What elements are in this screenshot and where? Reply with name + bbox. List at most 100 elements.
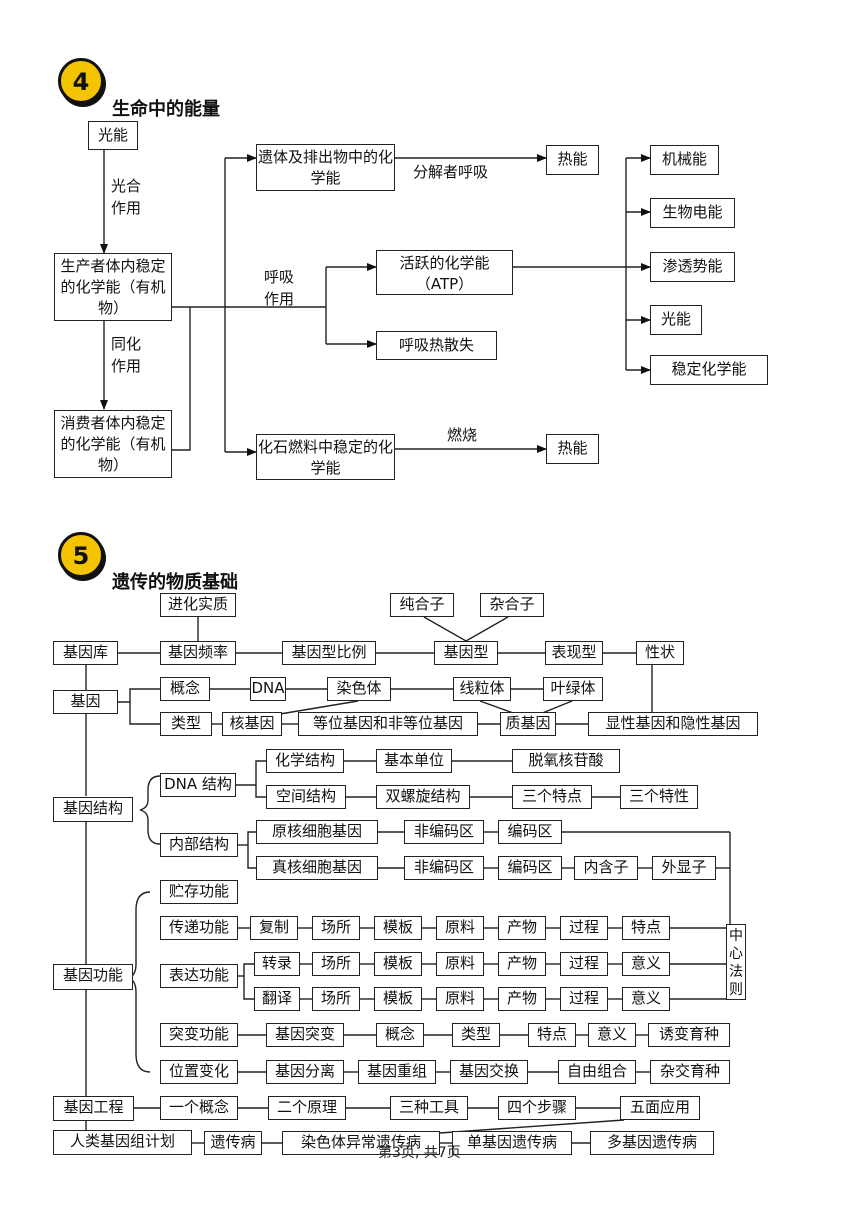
storage-function-box: 贮存功能 [160, 880, 238, 904]
allele-box: 等位基因和非等位基因 [298, 712, 478, 736]
double-helix-box: 双螺旋结构 [376, 785, 470, 809]
tr-template-box: 模板 [374, 987, 422, 1011]
gene-function-box: 基因功能 [53, 964, 133, 990]
coding-region-box-1: 编码区 [498, 820, 562, 844]
heat-energy-box-1: 热能 [546, 145, 599, 175]
bioelectric-energy-box: 生物电能 [650, 198, 735, 228]
gene-box: 基因 [53, 690, 118, 714]
transmit-function-box: 传递功能 [160, 916, 238, 940]
section-title: 遗传的物质基础 [112, 572, 238, 593]
section-title: 生命中的能量 [112, 99, 220, 120]
chromosome-abnormal-disease-box: 染色体异常遗传病 [282, 1131, 440, 1155]
photosynthesis-label: 光合作用 [111, 177, 142, 217]
e-process-box: 过程 [560, 952, 608, 976]
four-steps-box: 四个步骤 [498, 1096, 576, 1120]
prokaryotic-gene-box: 原核细胞基因 [256, 820, 378, 844]
t-feature-box: 特点 [622, 916, 670, 940]
three-traits-box: 三个特性 [620, 785, 698, 809]
mitochondria-box: 线粒体 [453, 677, 511, 701]
nuclear-gene-box: 核基因 [222, 712, 282, 736]
tr-site-box: 场所 [312, 987, 360, 1011]
page-footer: 第3页, 共7页 [378, 1145, 461, 1161]
e-product-box: 产物 [498, 952, 546, 976]
m-gene-mutation-box: 基因突变 [266, 1023, 344, 1047]
t-process-box: 过程 [560, 916, 608, 940]
remains-energy-box: 遗体及排出物中的化学能 [256, 144, 395, 191]
single-gene-disease-box: 单基因遗传病 [452, 1131, 572, 1155]
chemical-structure-box: 化学结构 [266, 749, 344, 773]
active-chemical-energy-box: 活跃的化学能（ATP） [376, 250, 513, 295]
express-function-box: 表达功能 [160, 964, 238, 988]
p-recombination-box: 基因重组 [358, 1060, 436, 1084]
m-type-box: 类型 [452, 1023, 500, 1047]
heat-energy-box-2: 热能 [546, 434, 599, 464]
dominant-recessive-box: 显性基因和隐性基因 [588, 712, 758, 736]
genotype-ratio-box: 基因型比例 [282, 641, 376, 665]
two-principles-box: 二个原理 [268, 1096, 346, 1120]
e-template-box: 模板 [374, 952, 422, 976]
t-replicate-box: 复制 [250, 916, 298, 940]
type-box: 类型 [160, 712, 212, 736]
t-material-box: 原料 [436, 916, 484, 940]
p-hybrid-breeding-box: 杂交育种 [650, 1060, 730, 1084]
phenotype-box: 表现型 [545, 641, 603, 665]
one-concept-box: 一个概念 [160, 1096, 238, 1120]
tr-material-box: 原料 [436, 987, 484, 1011]
p-free-combination-box: 自由组合 [558, 1060, 636, 1084]
mutation-function-box: 突变功能 [160, 1023, 238, 1047]
chromosome-box: 染色体 [327, 677, 391, 701]
producer-energy-box: 生产者体内稳定的化学能（有机物） [54, 253, 172, 321]
e-material-box: 原料 [436, 952, 484, 976]
e-transcribe-box: 转录 [254, 952, 300, 976]
section-number-badge: 4 [58, 58, 104, 104]
section-number-badge: 5 [58, 532, 104, 578]
noncoding-region-box-1: 非编码区 [404, 820, 484, 844]
dna-structure-box: DNA 结构 [160, 773, 236, 797]
gene-engineering-box: 基因工程 [53, 1096, 134, 1121]
tr-process-box: 过程 [560, 987, 608, 1011]
multi-gene-disease-box: 多基因遗传病 [590, 1131, 714, 1155]
p-crossing-over-box: 基因交换 [450, 1060, 528, 1084]
central-dogma-box: 中心法则 [726, 924, 746, 1000]
respiration-label: 呼吸作用 [264, 268, 295, 308]
chloroplast-box: 叶绿体 [543, 677, 603, 701]
genetic-disease-box: 遗传病 [204, 1131, 262, 1155]
mechanical-energy-box: 机械能 [650, 145, 719, 175]
intron-box: 内含子 [574, 856, 638, 880]
m-concept-box: 概念 [376, 1023, 424, 1047]
deoxynucleotide-box: 脱氧核苷酸 [512, 749, 620, 773]
gene-frequency-box: 基因频率 [160, 641, 236, 665]
basic-unit-box: 基本单位 [376, 749, 452, 773]
genotype-box: 基因型 [434, 641, 498, 665]
cytoplasmic-gene-box: 质基因 [500, 712, 556, 736]
burning-label: 燃烧 [447, 426, 478, 444]
stable-chemical-energy-box: 稳定化学能 [650, 355, 768, 385]
concept-box: 概念 [160, 677, 210, 701]
t-product-box: 产物 [498, 916, 546, 940]
gene-structure-box: 基因结构 [53, 797, 133, 822]
osmotic-energy-box: 渗透势能 [650, 252, 735, 282]
human-genome-project-box: 人类基因组计划 [53, 1130, 192, 1155]
p-segregation-box: 基因分离 [266, 1060, 344, 1084]
gene-pool-box: 基因库 [53, 641, 118, 665]
consumer-energy-box: 消费者体内稳定的化学能（有机物） [54, 410, 172, 478]
internal-structure-box: 内部结构 [160, 833, 238, 857]
e-site-box: 场所 [312, 952, 360, 976]
dna-box: DNA [250, 677, 286, 701]
homozygote-box: 纯合子 [390, 593, 454, 617]
decomposer-respiration-label: 分解者呼吸 [413, 163, 489, 181]
position-change-box: 位置变化 [160, 1060, 238, 1084]
three-tools-box: 三种工具 [390, 1096, 468, 1120]
fossil-fuel-energy-box: 化石燃料中稳定的化学能 [256, 434, 395, 480]
five-applications-box: 五面应用 [620, 1096, 700, 1120]
exon-box: 外显子 [652, 856, 716, 880]
evolution-box: 进化实质 [160, 593, 236, 617]
e-translate-box: 翻译 [254, 987, 300, 1011]
eukaryotic-gene-box: 真核细胞基因 [256, 856, 378, 880]
light-energy-box: 光能 [88, 121, 138, 150]
coding-region-box-2: 编码区 [498, 856, 562, 880]
t-template-box: 模板 [374, 916, 422, 940]
respiration-heat-box: 呼吸热散失 [376, 331, 497, 360]
m-feature-box: 特点 [528, 1023, 576, 1047]
trait-box: 性状 [636, 641, 684, 665]
